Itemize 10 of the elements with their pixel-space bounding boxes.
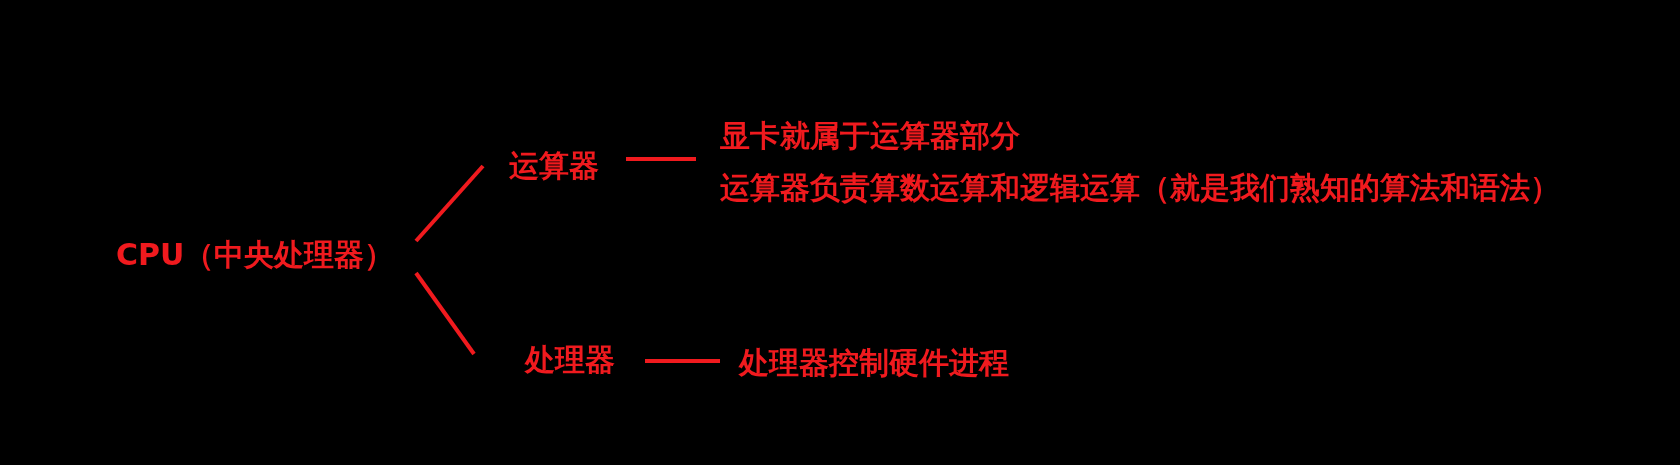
node-label: 处理器控制硬件进程 — [720, 335, 1050, 391]
connector-line — [414, 271, 476, 356]
connector-line — [414, 164, 485, 243]
text-line: 运算器负责算数运算和逻辑运算（就是我们熟知的算法和语法） — [720, 169, 1561, 207]
connector-line — [645, 359, 720, 363]
node-label: 处理器 — [474, 330, 645, 390]
node-label: 运算器 — [483, 140, 626, 192]
text-line: 显卡就属于运算器部分 — [720, 117, 1021, 155]
node-label: CPU（中央处理器） — [100, 225, 416, 285]
connector-line — [626, 157, 696, 161]
